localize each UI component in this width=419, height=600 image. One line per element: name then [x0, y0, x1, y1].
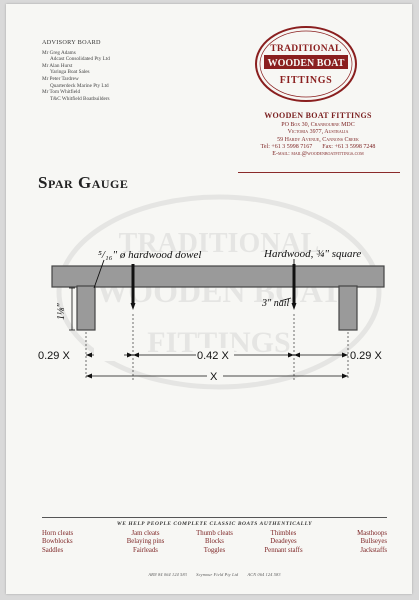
nail-label: 3" nail [261, 298, 289, 309]
advisory-member-name: Mr Alan Hurst [42, 62, 73, 69]
acn-text: ACN 064 124 583 [247, 572, 281, 577]
company-logo: TRADITIONAL WOODEN BOAT FITTINGS [255, 26, 357, 102]
logo-line3: FITTINGS [280, 75, 333, 86]
product-item: Fairleads [133, 546, 158, 554]
advisory-member-name: Mr Tom Whitfield [42, 89, 81, 96]
advisory-member-name: Mr Peter Tardrew [42, 75, 79, 82]
product-item: Jam cleats [131, 530, 160, 537]
company-contact-block: WOODEN BOAT FITTINGS PO Box 30, Cranbour… [238, 111, 398, 158]
product-item: Bowblocks [42, 538, 73, 546]
hardwood-bar [51, 265, 385, 288]
advisory-board: ADVISORY BOARD Mr Greg Adams Adcast Cons… [42, 39, 110, 102]
company-tel: Tel: +61 3 5998 7167 [260, 143, 313, 150]
product-column: Thimbles Deadeyes Pennant staffs [249, 530, 318, 555]
hardwood-label: Hardwood, ¾" square [263, 248, 361, 260]
product-column: Thumb cleats Blocks Toggles [180, 530, 249, 555]
company-fax: Fax: +61 3 5998 7248 [322, 143, 376, 150]
header-divider [238, 172, 400, 173]
watermark-line1: TRADITIONAL [119, 228, 320, 259]
product-item: Thumb cleats [196, 530, 233, 537]
company-email[interactable]: E-mail: mail@woodenboatfittings.com [272, 151, 364, 158]
left-dowel-leg [76, 285, 96, 331]
product-item: Saddles [42, 546, 64, 554]
product-item: Jackstaffs [360, 546, 387, 554]
product-item: Thimbles [270, 530, 297, 537]
advisory-title: ADVISORY BOARD [42, 39, 101, 46]
company-name: WOODEN BOAT FITTINGS [264, 111, 372, 120]
advisory-member-name: Mr Greg Adams [42, 49, 76, 56]
product-item: Belaying pins [126, 538, 165, 546]
product-item: Masthoops [357, 530, 387, 537]
advisory-member-org: Adcast Consolidated Pty Ltd [50, 56, 110, 63]
left-nail [130, 264, 136, 310]
product-column: Jam cleats Belaying pins Fairleads [111, 530, 180, 555]
company-street: 59 Hardy Avenue, Cannons Creek [277, 136, 359, 143]
advisory-member-org: Yaringa Boat Sales [50, 69, 90, 76]
abn-text: ABN 84 064 124 583 [148, 572, 188, 577]
product-item: Pennant staffs [264, 546, 303, 554]
leg-height-label: 1⅛" [56, 303, 67, 321]
product-item: Toggles [203, 546, 226, 554]
company-po-box: PO Box 30, Cranbourne MDC [281, 122, 355, 128]
legal-line: ABN 84 064 124 583 Seymour Field Pty Ltd… [42, 572, 387, 577]
dowel-label: ⁵/₁₆" ø hardwood dowel [98, 249, 201, 261]
logo-line1: TRADITIONAL [270, 44, 341, 54]
product-column: Horn cleats Bowblocks Saddles [42, 530, 111, 555]
product-column: Masthoops Bullseyes Jackstaffs [318, 530, 387, 555]
product-list: Horn cleats Bowblocks Saddles Jam cleats… [42, 530, 387, 555]
product-item: Horn cleats [42, 530, 74, 537]
logo-line2: WOODEN BOAT [268, 58, 345, 69]
dim-left-label: 0.29 X [38, 350, 70, 362]
dim-total-label: X [210, 371, 218, 383]
letterhead-page: ADVISORY BOARD Mr Greg Adams Adcast Cons… [6, 4, 412, 594]
advisory-member-org: Quarterdeck Marine Pty Ltd [50, 82, 109, 89]
company-state: Victoria 3977, Australia [287, 129, 349, 136]
footer-divider [42, 517, 387, 518]
page-title: Spar Gauge [38, 173, 129, 192]
spar-gauge-diagram: ⁵/₁₆" ø hardwood dowel Hardwood, ¾" squa… [38, 248, 385, 383]
product-item: Deadeyes [270, 538, 297, 546]
dim-right-label: 0.29 X [350, 350, 382, 362]
right-nail [291, 264, 297, 310]
legal-company-text: Seymour Field Pty Ltd [196, 572, 239, 577]
product-item: Blocks [205, 538, 224, 546]
dim-mid-label: 0.42 X [197, 350, 229, 362]
advisory-member-org: T&C Whitfield Boatbuilders [50, 95, 110, 102]
product-item: Bullseyes [360, 538, 387, 546]
right-dowel-leg [338, 285, 358, 331]
footer-tagline: WE HELP PEOPLE COMPLETE CLASSIC BOATS AU… [116, 521, 313, 527]
